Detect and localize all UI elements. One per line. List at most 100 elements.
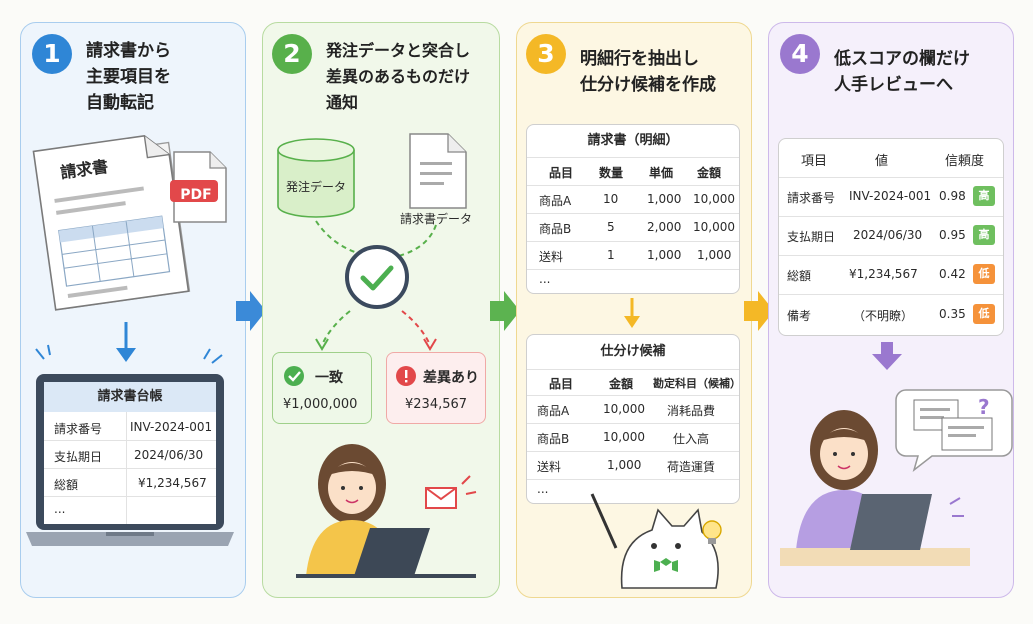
cell: 商品B [537,432,570,446]
cell: 支払期日 [787,230,836,244]
cell: 1,000 [647,248,682,262]
right-arrow-icon [490,291,520,331]
cell: 総額 [787,269,812,283]
step4-title-line1: 低スコアの欄だけ [834,49,970,69]
check-icon [284,366,304,386]
table-row: 送料 1,000 荷造運賃 [527,451,739,479]
table-row: 請求番号 INV-2024-001 0.98 [779,177,1003,215]
cell: 1 [607,248,615,262]
cell: 0.98 [939,189,966,203]
step1-number: 1 [32,34,72,74]
ledger-value: ¥1,234,567 [138,476,207,490]
step1-title: 請求書から 主要項目を 自動転記 [86,38,171,116]
ledger-title: 請求書台帳 [44,382,216,412]
col-header: 金額 [697,166,722,180]
invoice-document-icon [32,134,191,311]
table-row: ... [44,496,216,524]
step2-title-line2: 差異のあるものだけ [326,67,471,86]
table-row: 支払期日 2024/06/30 [44,440,216,468]
match-result-box: 一致 ¥1,000,000 [272,352,372,424]
reviewer-illustration [780,410,970,566]
cell: 0.42 [939,267,966,281]
cell: 商品A [537,404,570,418]
pdf-label: PDF [180,187,212,203]
table-row: 支払期日 2024/06/30 0.95 [779,216,1003,254]
table-row: ... [527,479,739,503]
col-header: 項目 [801,154,828,169]
document-icon [409,133,467,209]
cell: 1,000 [607,458,642,472]
confidence-table: 項目 値 信頼度 請求番号 INV-2024-001 0.98 高 支払期日 2… [778,138,1004,336]
cell: 1,000 [647,192,682,206]
cell: 商品A [539,194,572,208]
step4-number: 4 [780,34,820,74]
down-arrow-icon [624,298,640,328]
low-badge: 低 [973,304,995,324]
cell: INV-2024-001 [849,189,932,203]
right-arrow-icon [236,291,266,331]
ledger-label: 請求番号 [54,422,103,436]
col-header: 品目 [549,166,574,180]
cell: 10 [603,192,619,206]
step3-title: 明細行を抽出し 仕分け候補を作成 [580,46,716,98]
step2-title-line3: 通知 [326,93,359,112]
cell: 1,000 [697,248,732,262]
col-header: 数量 [599,166,624,180]
step1-title-line1: 請求書から [86,41,171,61]
pdf-file-icon [170,151,227,223]
step4-title-line2: 人手レビューへ [834,75,953,95]
col-header: 品目 [549,377,574,391]
detail-title: 請求書（明細） [587,133,679,148]
ledger-label: ... [54,502,66,516]
cat-mascot-illustration [590,493,722,589]
cell: 2024/06/30 [853,228,923,242]
high-badge: 高 [973,225,995,245]
col-header: 単価 [649,166,674,180]
cell: 0.95 [939,228,966,242]
document-label: 請求書データ [400,212,473,226]
ledger-value: INV-2024-001 [130,420,213,434]
ledger-table: 請求書台帳 請求番号 INV-2024-001 支払期日 2024/06/30 … [44,382,216,524]
table-row: 商品A 10,000 消耗品費 [527,395,739,423]
match-amount: ¥1,000,000 [283,397,358,412]
sparkle-icon [35,344,223,364]
step3-title-line1: 明細行を抽出し [580,49,699,69]
cell: （不明瞭） [853,309,914,323]
cell: ... [537,482,549,496]
table-row: ... [527,269,739,293]
check-circle-icon [345,245,409,309]
cell: 10,000 [693,220,735,234]
match-label: 一致 [315,370,343,386]
col-header: 値 [875,154,889,169]
diff-result-box: 差異あり ¥234,567 [386,352,486,424]
table-row: 総額 ¥1,234,567 [44,468,216,496]
cell: 0.35 [939,307,966,321]
table-row: 請求番号 INV-2024-001 [44,412,216,440]
low-badge: 低 [973,264,995,284]
high-badge: 高 [973,186,995,206]
ledger-value: 2024/06/30 [134,448,204,462]
ledger-label: 支払期日 [54,450,103,464]
table-header: 品目 金額 勘定科目（候補） [527,369,739,395]
step3-number: 3 [526,34,566,74]
database-icon [277,138,355,218]
table-header: 項目 値 信頼度 [779,139,1003,177]
cell: 請求番号 [787,191,836,205]
diff-amount: ¥234,567 [405,397,468,412]
journal-title: 仕分け候補 [600,344,666,359]
cell: 5 [607,220,615,234]
table-row: 商品B 5 2,000 10,000 [527,213,739,241]
table-header: 品目 数量 単価 金額 [527,157,739,185]
invoice-detail-table: 請求書（明細） 品目 数量 単価 金額 商品A 10 1,000 10,000 … [526,124,740,294]
alert-icon [396,366,416,386]
table-row: 商品A 10 1,000 10,000 [527,185,739,213]
table-row: 備考 （不明瞭） 0.35 [779,294,1003,334]
journal-candidate-table: 仕分け候補 品目 金額 勘定科目（候補） 商品A 10,000 消耗品費 商品B… [526,334,740,504]
database-label: 発注データ [285,180,346,194]
diff-label: 差異あり [423,370,479,386]
cell: 10,000 [693,192,735,206]
step1-title-line2: 主要項目を [86,67,171,87]
table-row: 商品B 10,000 仕入高 [527,423,739,451]
down-arrow-icon [116,322,136,362]
step4-title: 低スコアの欄だけ 人手レビューへ [834,46,970,98]
